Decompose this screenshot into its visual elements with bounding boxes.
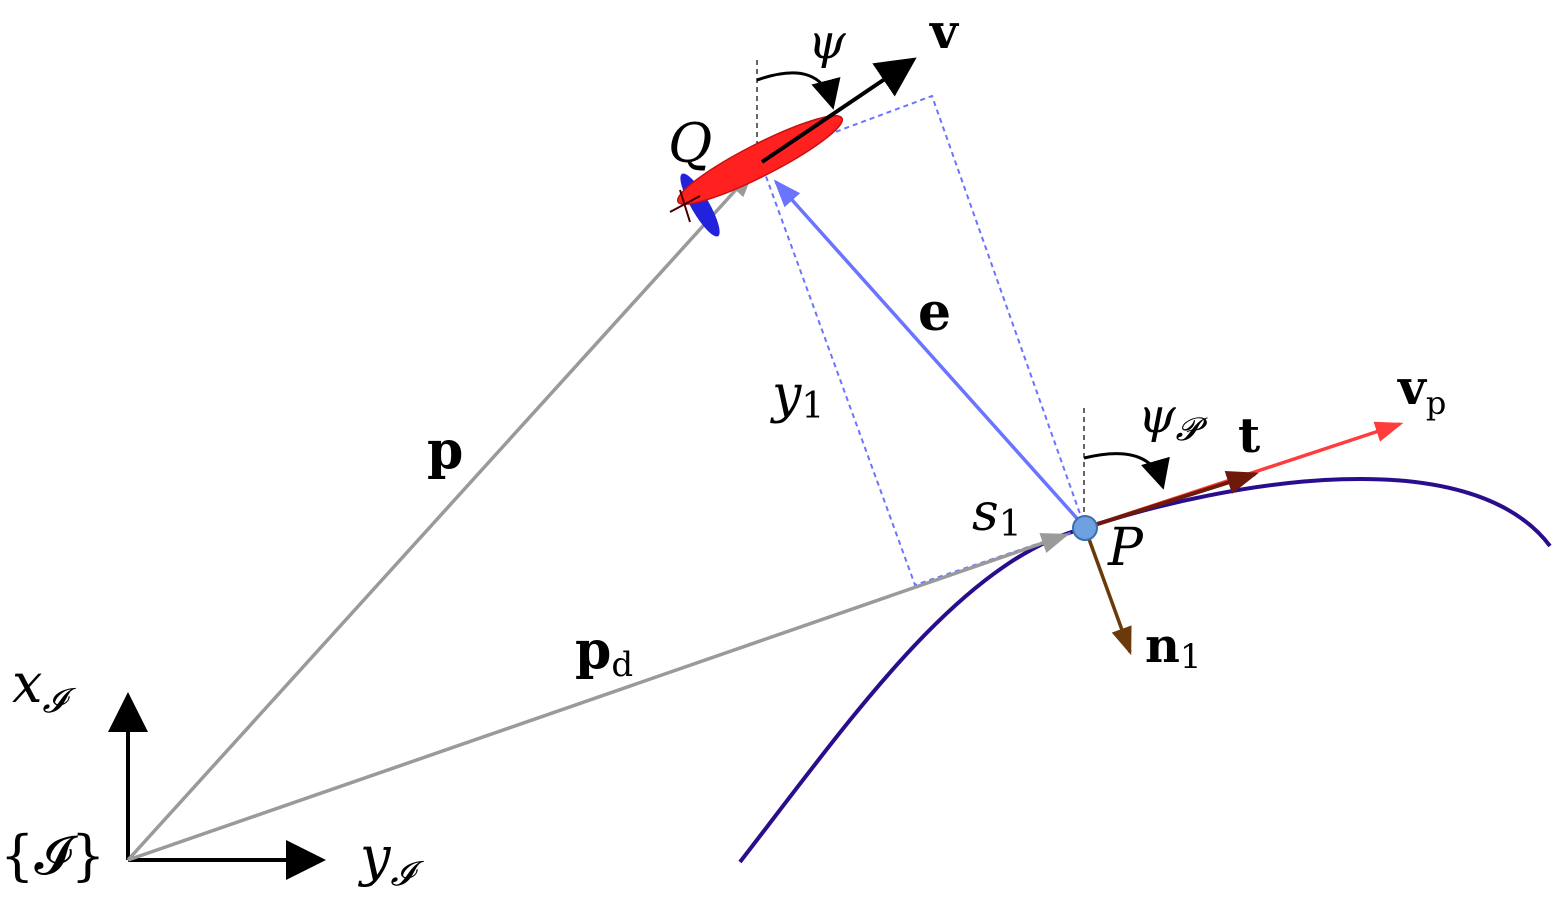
psi-arc xyxy=(756,71,841,110)
e-label: e xyxy=(918,282,951,343)
x-axis-label: x𝓘 xyxy=(12,652,76,721)
pd-vector xyxy=(127,533,1070,862)
e-vector xyxy=(773,179,1084,526)
psi-p-label: ψ𝓟 xyxy=(1138,388,1208,448)
t-label: t xyxy=(1238,408,1260,464)
y1-label: y1 xyxy=(770,365,824,427)
n1-vector xyxy=(1083,527,1132,656)
v-label: v xyxy=(929,4,960,60)
n1-label: n1 xyxy=(1145,618,1202,677)
point-P xyxy=(1072,515,1098,541)
psi-p-arc xyxy=(1083,452,1170,490)
q-label: Q xyxy=(668,112,712,175)
p-vector xyxy=(126,169,755,862)
frame-label: {𝓘} xyxy=(0,824,105,887)
v-vector xyxy=(760,57,917,164)
psi-label: ψ xyxy=(808,14,847,70)
pd-label: pd xyxy=(575,620,633,685)
t-vector xyxy=(1084,471,1259,530)
p-label: p xyxy=(427,420,463,481)
y-axis-label: y𝓘 xyxy=(358,825,425,894)
P-label: P xyxy=(1107,518,1144,578)
s1-label: s1 xyxy=(972,483,1022,545)
vp-label: vp xyxy=(1397,360,1446,422)
